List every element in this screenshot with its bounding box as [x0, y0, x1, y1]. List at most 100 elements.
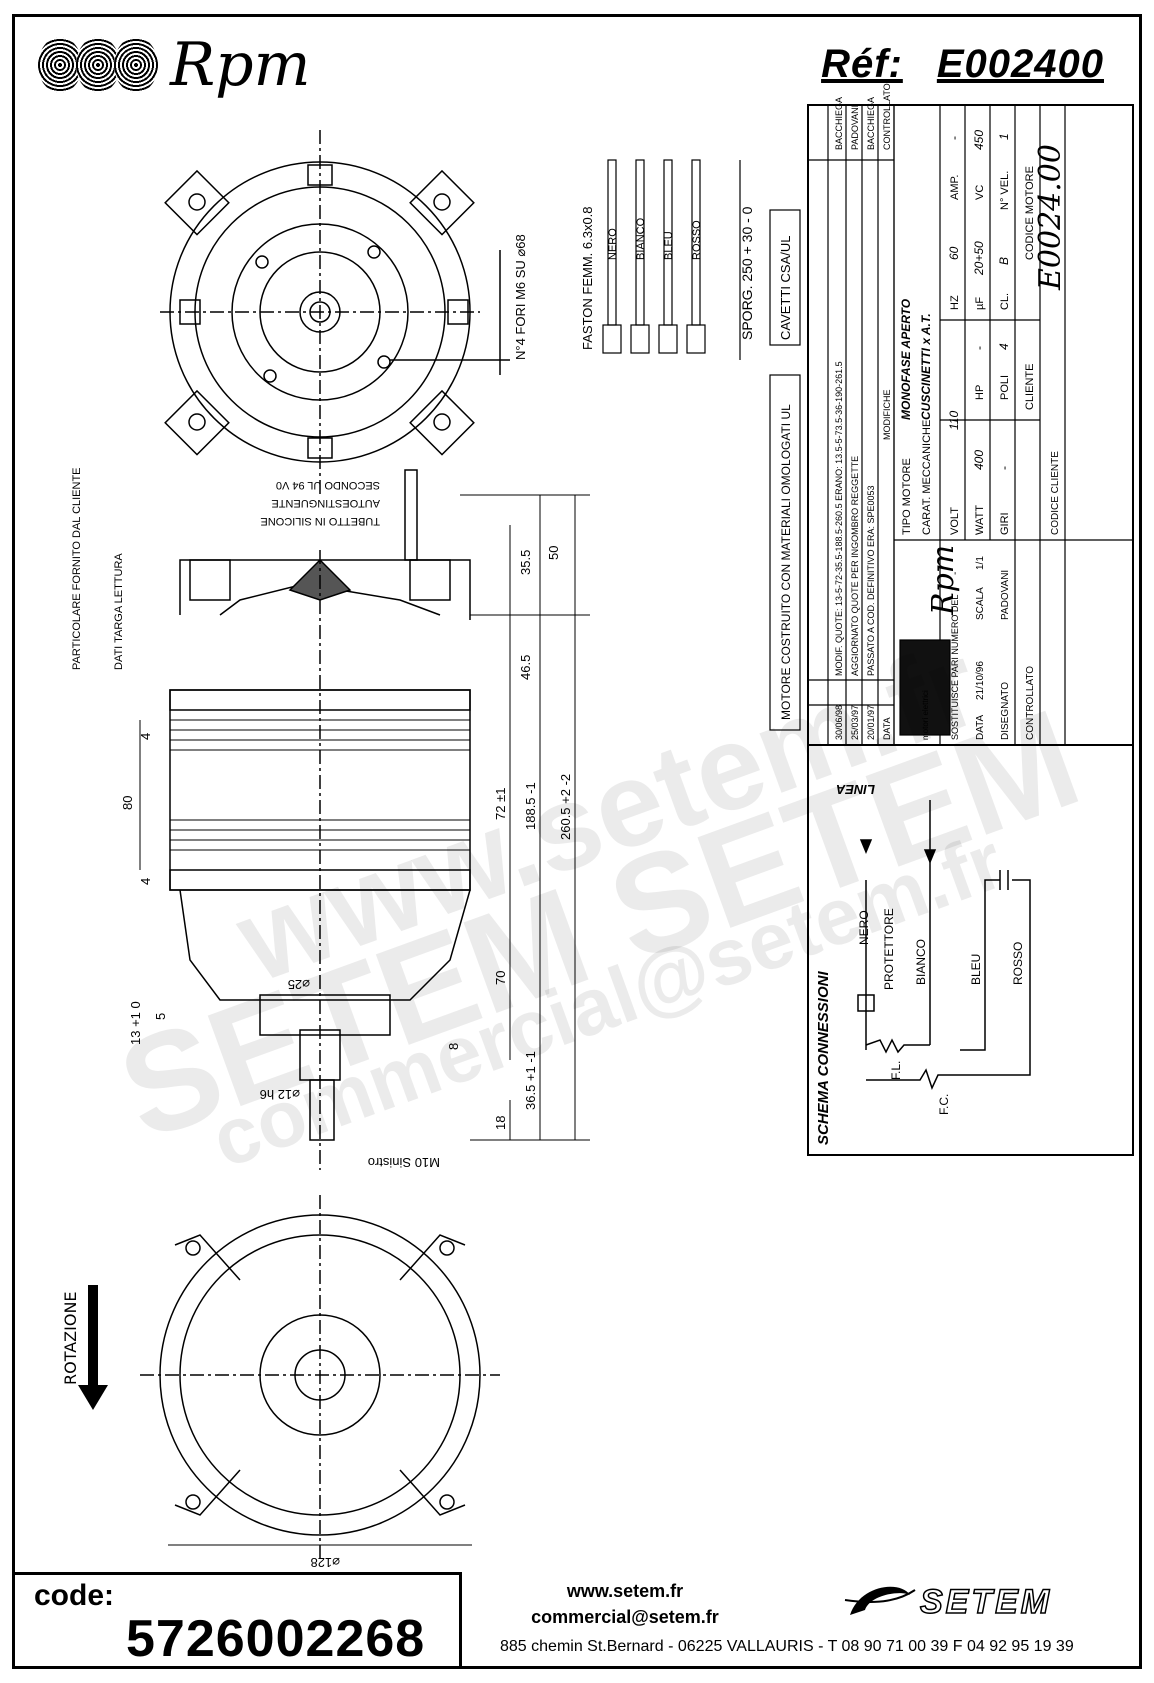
spec-vc: 450 — [972, 130, 986, 150]
spec-hz-label: HZ — [949, 295, 961, 310]
setem-wordmark: SETEM — [919, 1582, 1053, 1622]
codice-cliente-label: CODICE CLIENTE — [1050, 451, 1061, 535]
spec-watt-label: WATT — [974, 505, 986, 535]
spec-poli: 4 — [997, 343, 1011, 350]
code-label: code: — [34, 1579, 115, 1612]
spec-uf: 20+50 — [972, 241, 986, 276]
rev-header-data: DATA — [882, 717, 892, 740]
rev3-by: BACCHIEGA — [834, 97, 844, 150]
linea-label: LINEA — [836, 782, 875, 797]
controllato-label: CONTROLLATO — [1025, 666, 1036, 740]
bottom-view — [140, 1195, 500, 1560]
scala-label: SCALA — [975, 587, 986, 620]
schema-nero: NERO — [857, 910, 871, 945]
dati-targa-callout: DATI TARGA LETTURA — [113, 553, 125, 670]
setem-swoosh-icon — [844, 1586, 916, 1615]
sostituisce-value: - — [950, 572, 961, 575]
dim-36-5: 36.5 +1 -1 — [523, 1051, 538, 1110]
coil-icon — [38, 37, 82, 93]
spec-cl-label: CL. — [999, 293, 1011, 310]
dim-80: 80 — [120, 796, 135, 810]
coil-icon — [114, 37, 158, 93]
title-block-brand: Rpm — [926, 545, 961, 616]
ref-value: E002400 — [936, 42, 1104, 86]
dim-d128: ⌀128 — [310, 1555, 340, 1570]
faston-wires — [602, 159, 801, 731]
rev1-date: 20/01/97 — [866, 705, 876, 740]
data-value: 21/10/96 — [975, 661, 986, 700]
wire-label-nero: NERO — [607, 228, 619, 260]
wire-label-bianco: BIANCO — [635, 217, 647, 260]
wire-label-rosso: ROSSO — [691, 220, 703, 260]
title-block — [807, 104, 1134, 1156]
spec-giri: - — [997, 466, 1011, 470]
schema-bianco: BIANCO — [914, 939, 928, 985]
spec-watt: 400 — [972, 450, 986, 470]
address: 885 chemin St.Bernard - 06225 VALLAURIS … — [500, 1638, 1074, 1655]
rev2-text: AGGIORNATO QUOTE PER INGOMBRO REGGETTE — [850, 456, 860, 676]
cavetti-label: CAVETTI CSA/UL — [778, 235, 793, 340]
dim-260-5: 260.5 +2 -2 — [558, 774, 573, 840]
disegnato-value: PADOVANI — [1000, 570, 1011, 620]
spec-giri-label: GIRI — [999, 512, 1011, 535]
rev-header-controllato: CONTROLLATO — [882, 83, 892, 150]
spec-nvel: 1 — [997, 133, 1011, 140]
dim-35-5: 35.5 — [518, 550, 533, 575]
spec-volt-label: VOLT — [949, 507, 961, 535]
rotazione-label: ROTAZIONE — [61, 1291, 80, 1385]
scala-value: 1/1 — [975, 556, 986, 570]
faston-label: FASTON FEMM. 6.3x0.8 — [580, 206, 595, 350]
codice-motore: E0024.00 — [1033, 144, 1068, 291]
side-view — [169, 469, 471, 1170]
reference: Réf: E002400 — [821, 42, 1104, 87]
dim-4-bottom: 4 — [138, 878, 153, 885]
rev3-text: MODIF. QUOTE: 13-5-72-35.5-188.5-260.5 E… — [834, 361, 844, 676]
schema-protettore: PROTETTORE — [882, 908, 896, 990]
rotation-arrow: ROTAZIONE — [61, 1285, 108, 1410]
schema-bleu: BLEU — [969, 954, 983, 985]
tipo-motore-label: TIPO MOTORE — [901, 458, 913, 535]
rev1-by: BACCHIEGA — [866, 97, 876, 150]
spec-uf-label: µF — [974, 297, 986, 310]
dim-18: 18 — [493, 1116, 508, 1130]
data-label: DATA — [975, 714, 986, 740]
dim-m10: M10 Sinistro — [368, 1155, 440, 1170]
fori-label: N°4 FORI M6 SU ⌀68 — [513, 234, 528, 360]
spec-nvel-label: N° VEL. — [999, 171, 1011, 210]
rev3-date: 30/06/98 — [834, 705, 844, 740]
email-link[interactable]: commercial@setem.fr — [531, 1607, 719, 1627]
dim-8: 8 — [446, 1043, 461, 1050]
spec-hp: - — [972, 346, 986, 350]
schema-connessioni — [857, 800, 1031, 1091]
sporg-label: SPORG. 250 + 30 - 0 — [739, 206, 755, 340]
spec-hz: 60 — [947, 246, 961, 260]
code-value: 5726002268 — [126, 1610, 426, 1668]
dim-4-top: 4 — [138, 733, 153, 740]
dim-72: 72 ±1 — [493, 788, 508, 820]
sostituisce-label: SOSTITUISCE PARI NUMERO DEL — [950, 595, 960, 740]
spec-amp-label: AMP. — [949, 175, 961, 200]
spec-poli-label: POLI — [999, 375, 1011, 400]
product-code-box: code: 5726002268 — [14, 1572, 462, 1668]
disegnato-label: DISEGNATO — [1000, 682, 1011, 740]
rev2-date: 25/03/97 — [850, 705, 860, 740]
spec-hp-label: HP — [974, 385, 986, 400]
spec-vc-label: VC — [974, 185, 986, 200]
dim-188-5: 188.5 -1 — [523, 782, 538, 830]
website-link[interactable]: www.setem.fr — [566, 1581, 684, 1601]
coil-icon — [76, 37, 120, 93]
top-view — [160, 130, 510, 495]
particolare-callout: PARTICOLARE FORNITO DAL CLIENTE — [71, 467, 83, 670]
spec-volt: 110 — [947, 411, 961, 430]
dim-d25: ⌀25 — [288, 977, 310, 992]
carat: CUSCINETTI x A.T. — [919, 313, 933, 420]
dim-46-5: 46.5 — [518, 655, 533, 680]
schema-fc: F.C. — [937, 1094, 951, 1115]
dim-5: 5 — [153, 1013, 168, 1020]
company-sub: motori elettrici — [921, 690, 930, 740]
dim-d12: ⌀12 h6 — [260, 1087, 300, 1102]
drawing-frame — [12, 14, 1142, 1669]
schema-fl: F.L. — [889, 1061, 903, 1080]
spec-cl: B — [997, 257, 1011, 265]
ref-label: Réf: — [821, 42, 903, 86]
